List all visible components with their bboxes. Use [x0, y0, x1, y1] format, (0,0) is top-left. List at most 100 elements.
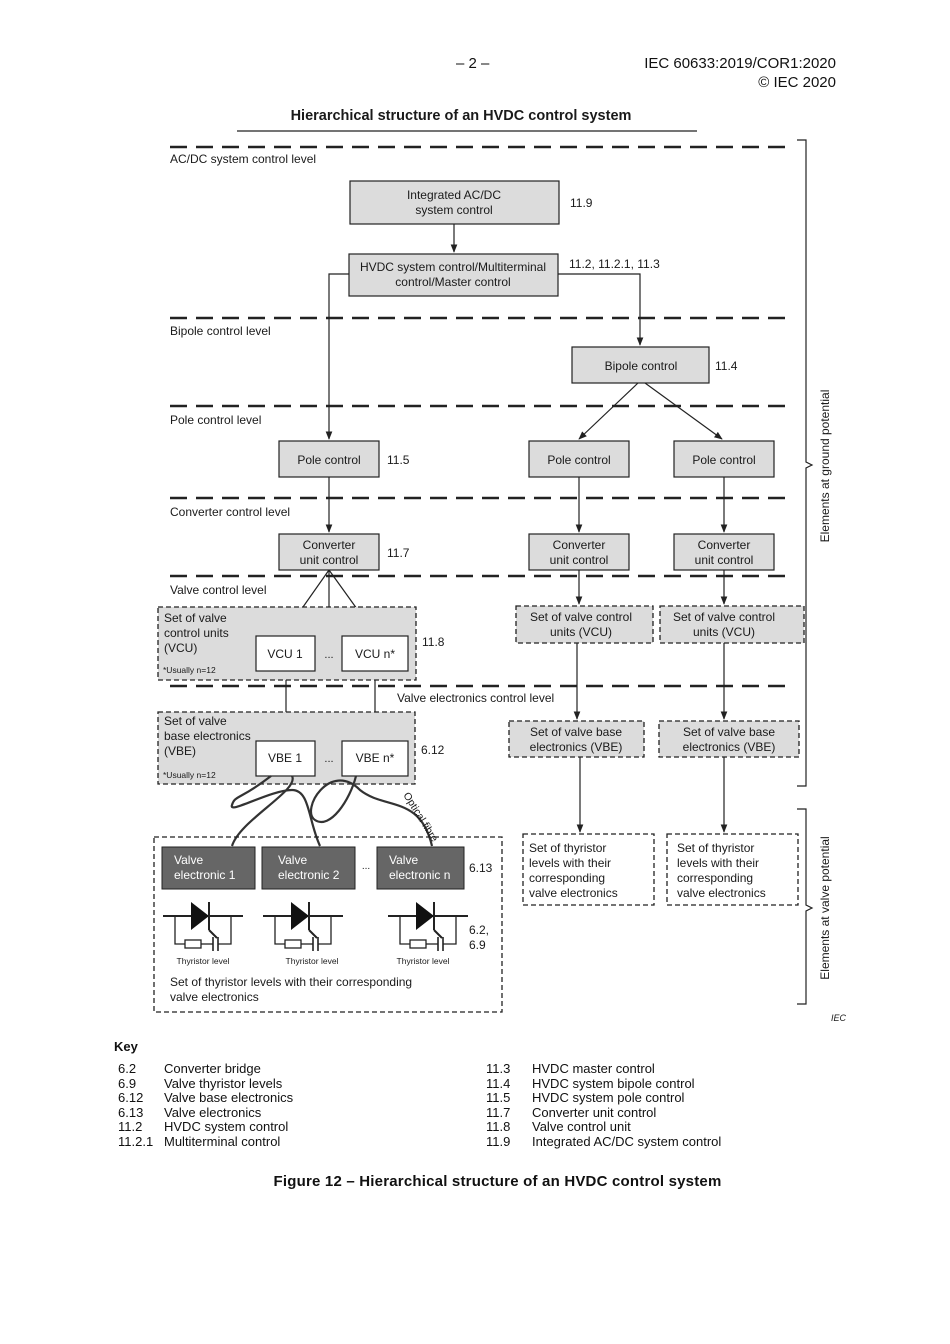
thyristor-set-2-label-2: levels with their [529, 856, 611, 870]
converter-unit-label-2a: Converter [553, 538, 606, 552]
vbe-set-3-label-2: electronics (VBE) [683, 740, 776, 754]
vcu-set-label-3: (VCU) [164, 641, 197, 655]
key-row: 11.8 Valve control unit [486, 1120, 721, 1135]
hvdc-control-diagram: Hierarchical structure of an HVDC contro… [153, 108, 847, 1023]
copyright-notice: © IEC 2020 [758, 74, 836, 91]
key-text: Valve control unit [532, 1119, 631, 1135]
key-number: 11.2 [118, 1119, 143, 1135]
converter-unit-label-1b: unit control [300, 553, 359, 567]
vcu-1-box [255, 635, 316, 672]
key-number: 11.8 [486, 1119, 511, 1135]
valve-electronic-n-box [376, 846, 465, 890]
vbe-set-label-1: Set of valve [164, 714, 227, 728]
level-label-bipole: Bipole control level [170, 324, 271, 338]
thyristor-set-3-label-3: corresponding [677, 871, 753, 885]
key-text: Integrated AC/DC system control [532, 1133, 722, 1149]
thyristor-set-box-3 [666, 833, 799, 906]
vbe-set-box-2 [508, 720, 645, 758]
thyristor-level-label-2: Thyristor level [286, 956, 339, 966]
key-number: 6.13 [118, 1104, 144, 1120]
thyristor-set-3-label-1: Set of thyristor [677, 841, 754, 855]
key-number: 11.9 [486, 1133, 511, 1149]
level-label-pole: Pole control level [170, 413, 261, 427]
valve-electronic-n-label-a: Valve [389, 853, 418, 867]
ref-6-13: 6.13 [469, 861, 493, 875]
key-number: 11.2.1 [118, 1133, 154, 1149]
vcu-usually-note: *Usually n=12 [163, 665, 216, 675]
valve-electronic-1-label-a: Valve [174, 853, 203, 867]
vbe-usually-note: *Usually n=12 [163, 770, 216, 780]
vbe-set-label-3: (VBE) [164, 744, 196, 758]
ref-11-5: 11.5 [387, 453, 410, 467]
pole-control-box-2 [528, 440, 630, 478]
key-number: 6.9 [118, 1075, 137, 1091]
page-number: – 2 – [456, 55, 490, 72]
thyristor-set-3-label-4: valve electronics [677, 886, 766, 900]
converter-unit-label-2b: unit control [550, 553, 609, 567]
pole-control-label-3: Pole control [692, 453, 755, 467]
optical-fibre-lines [230, 775, 434, 847]
thyristor-symbol-1 [162, 901, 244, 952]
hvdc-system-control-label-1: HVDC system control/Multiterminal [360, 260, 546, 274]
key-text: Multiterminal control [164, 1133, 281, 1149]
valve-electronic-1-label-b: electronic 1 [174, 868, 236, 882]
iec-mark: IEC [831, 1013, 847, 1023]
thyristor-set-label-2: valve electronics [170, 990, 259, 1004]
vcu-set-box-3 [659, 605, 805, 644]
thyristor-set-label-1: Set of thyristor levels with their corre… [170, 975, 412, 989]
ref-11-7: 11.7 [387, 546, 410, 560]
thyristor-set-box-2 [522, 833, 655, 906]
vbe-1-box [255, 740, 316, 777]
valve-electronic-n-label-b: electronic n [389, 868, 450, 882]
optical-fibre-label: Optical fibre [400, 790, 440, 844]
ref-11-9: 11.9 [570, 196, 593, 210]
vcu-set-3-label-1: Set of valve control [673, 610, 775, 624]
thyristor-set-2-label-4: valve electronics [529, 886, 618, 900]
integrated-acdc-label-2: system control [415, 203, 492, 217]
valve-potential-label: Elements at valve potential [818, 836, 832, 979]
vbe-set-2-label-2: electronics (VBE) [530, 740, 623, 754]
converter-unit-label-3a: Converter [698, 538, 751, 552]
converter-unit-label-3b: unit control [695, 553, 754, 567]
valve-electronic-1-box [161, 846, 256, 890]
vbe-set-2-label-1: Set of valve base [530, 725, 622, 739]
key-number: 11.4 [486, 1075, 511, 1091]
key-number: 11.5 [486, 1090, 511, 1106]
key-row: 11.2 HVDC system control [118, 1120, 293, 1135]
valve-electronic-2-label-a: Valve [278, 853, 307, 867]
level-label-valve-electronics: Valve electronics control level [397, 691, 554, 705]
key-text: HVDC system control [164, 1119, 289, 1135]
ref-11-8: 11.8 [422, 635, 445, 649]
vcu-set-label-1: Set of valve [164, 611, 227, 625]
key-title: Key [114, 1039, 138, 1054]
vcu-set-2-label-2: units (VCU) [550, 625, 612, 639]
vcu-set-box-2 [515, 605, 654, 644]
thyristor-symbol-2 [262, 901, 344, 952]
standard-reference: IEC 60633:2019/COR1:2020 [644, 55, 836, 72]
key-text: HVDC master control [532, 1061, 655, 1076]
vcu-n-label: VCU n* [355, 647, 395, 661]
thyristor-set-2-label-1: Set of thyristor [529, 841, 606, 855]
figure-caption: Figure 12 – Hierarchical structure of an… [273, 1173, 722, 1190]
key-text: Converter bridge [164, 1061, 261, 1076]
level-label-valve: Valve control level [170, 583, 267, 597]
valve-electronic-2-box [261, 846, 356, 890]
vcu-set-2-label-1: Set of valve control [530, 610, 632, 624]
valve-electronics-group [153, 836, 503, 1013]
key-number: 11.3 [486, 1061, 511, 1076]
key-number: 6.12 [118, 1090, 144, 1106]
ground-potential-label: Elements at ground potential [818, 390, 832, 543]
level-label-acdc: AC/DC system control level [170, 152, 316, 166]
key-row: 11.9 Integrated AC/DC system control [486, 1133, 722, 1150]
integrated-acdc-label-1: Integrated AC/DC [407, 188, 501, 202]
ref-11-2: 11.2, 11.2.1, 11.3 [569, 257, 660, 271]
converter-unit-box-1 [278, 533, 380, 571]
vbe-n-box [341, 740, 409, 777]
key-text: Valve electronics [164, 1104, 262, 1120]
